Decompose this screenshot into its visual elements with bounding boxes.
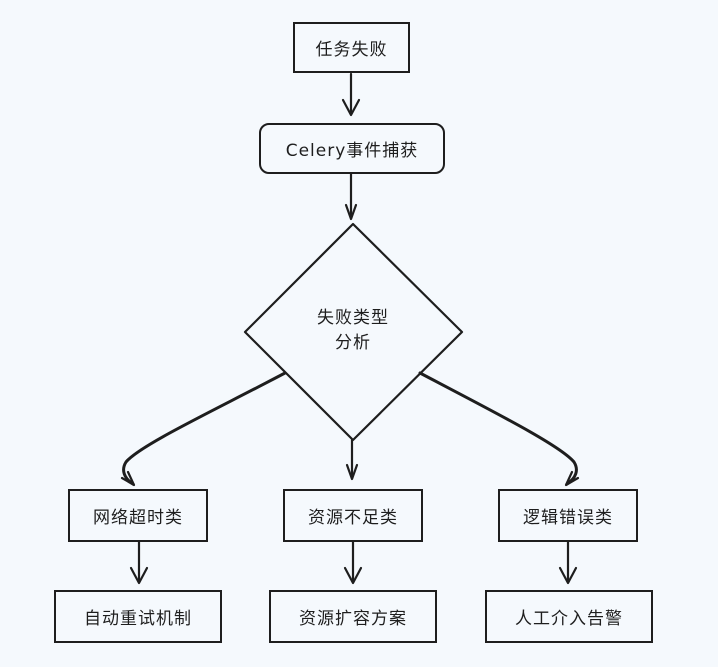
arrow-analysis-to-network [120, 371, 287, 487]
arrow-resource-to-scale [343, 540, 363, 585]
analysis-label-line1: 失败类型 [317, 308, 389, 328]
node-resource-scale: 资源扩容方案 [269, 590, 437, 643]
arrow-celery-to-analysis [344, 172, 358, 221]
node-manual-alert: 人工介入告警 [485, 590, 653, 643]
node-network-timeout: 网络超时类 [68, 489, 208, 542]
node-auto-retry: 自动重试机制 [54, 590, 222, 643]
arrow-analysis-to-resource [345, 438, 359, 481]
arrow-analysis-to-logic [418, 371, 580, 487]
node-resource-shortage: 资源不足类 [283, 489, 423, 542]
node-celery-capture: Celery事件捕获 [259, 123, 445, 174]
arrow-network-to-retry [129, 540, 149, 585]
node-logic-error: 逻辑错误类 [498, 489, 638, 542]
arrow-logic-to-alert [558, 540, 578, 585]
arrow-task-to-celery [341, 72, 361, 117]
node-failure-analysis: 失败类型 分析 [290, 306, 416, 356]
node-task-failed: 任务失败 [293, 22, 410, 73]
analysis-label-line2: 分析 [335, 333, 371, 353]
